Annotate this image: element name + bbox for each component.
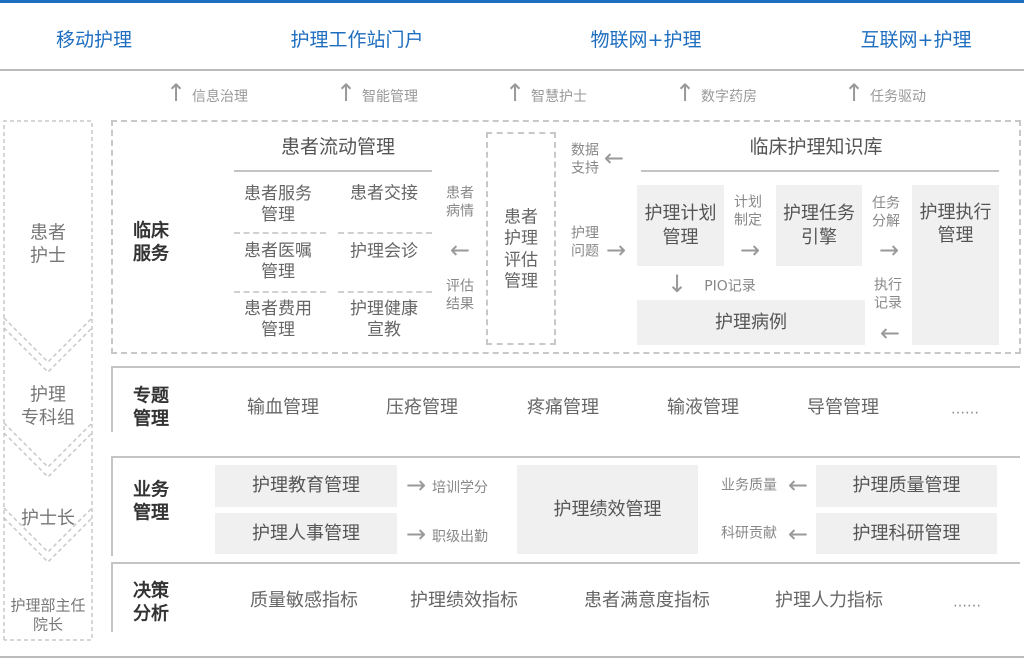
divider — [338, 232, 432, 234]
topic-management-section — [111, 366, 1020, 432]
clinical-services-label: 临床 服务 — [133, 220, 169, 265]
task-split-note: 任务 分解 — [872, 195, 900, 230]
up-arrow-icon: ↑ — [504, 79, 526, 107]
role-head-nurse: 护士长 — [21, 507, 75, 529]
down-arrow-icon: ↓ — [666, 270, 688, 298]
up-arrow-icon: ↑ — [674, 79, 696, 107]
decision-item: 质量敏感指标 — [250, 589, 358, 611]
decision-item: 患者满意度指标 — [584, 589, 710, 611]
assessment-box — [486, 132, 556, 345]
clinical-services-section — [111, 120, 1021, 354]
topic-more: …… — [951, 401, 979, 418]
header-workstation-portal: 护理工作站门户 — [290, 29, 424, 52]
cell-patient-handover: 患者交接 — [350, 183, 418, 204]
patient-flow-underline — [234, 170, 432, 172]
driver-label: 智能管理 — [362, 89, 418, 105]
role-director: 护理部主任 院长 — [10, 596, 86, 633]
cell-consultation: 护理会诊 — [350, 241, 418, 262]
driver-label: 信息治理 — [192, 89, 248, 105]
role-patient-nurse: 患者 护士 — [30, 222, 66, 267]
patient-condition-note: 患者 病情 — [446, 185, 474, 220]
execution-box: 护理执行 管理 — [912, 185, 999, 345]
decision-more: …… — [953, 594, 981, 611]
decision-item: 护理人力指标 — [775, 589, 883, 611]
left-arrow-icon: ← — [879, 319, 901, 347]
education-box: 护理教育管理 — [215, 465, 397, 507]
header-internet-nursing: 互联网+护理 — [860, 29, 972, 52]
right-arrow-icon: → — [878, 236, 900, 264]
cell-patient-service: 患者服务 管理 — [244, 183, 312, 225]
up-arrow-icon: ↑ — [843, 79, 865, 107]
right-arrow-icon: → — [739, 236, 761, 264]
left-arrow-icon: ← — [787, 520, 809, 548]
knowledge-base-title: 临床护理知识库 — [749, 136, 883, 159]
topic-management-label: 专题 管理 — [133, 385, 169, 430]
task-engine-box: 护理任务 引擎 — [776, 185, 862, 266]
driver-label: 数字药房 — [701, 89, 757, 105]
bottom-divider — [0, 656, 1024, 658]
performance-box: 护理绩效管理 — [517, 465, 698, 554]
decision-analysis-label: 决策 分析 — [133, 580, 169, 625]
data-support-note: 数据 支持 — [571, 142, 599, 177]
header-iot-nursing: 物联网+护理 — [590, 29, 702, 52]
top-accent-bar — [0, 0, 1024, 3]
rank-attendance-note: 职级出勤 — [432, 529, 488, 545]
patient-flow-title: 患者流动管理 — [280, 136, 396, 159]
divider — [234, 232, 326, 234]
topic-item: 导管管理 — [807, 396, 879, 418]
driver-label: 任务驱动 — [870, 89, 926, 105]
assessment-label: 患者 护理 评估 管理 — [504, 207, 538, 292]
execution-record-note: 执行 记录 — [874, 277, 902, 312]
nursing-problem-note: 护理 问题 — [571, 225, 599, 260]
training-credit-note: 培训学分 — [432, 480, 488, 496]
role-specialty-group: 护理 专科组 — [21, 384, 75, 429]
topic-item: 输血管理 — [247, 396, 319, 418]
right-arrow-icon: → — [605, 236, 627, 264]
research-note: 科研贡献 — [721, 525, 777, 542]
topic-item: 输液管理 — [667, 396, 739, 418]
hr-box: 护理人事管理 — [215, 513, 397, 554]
cell-health-education: 护理健康 宣教 — [350, 298, 418, 340]
topic-item: 压疮管理 — [386, 396, 458, 418]
left-arrow-icon: ← — [449, 236, 471, 264]
role-column-outline — [3, 120, 93, 641]
up-arrow-icon: ↑ — [335, 79, 357, 107]
nursing-case-box: 护理病例 — [637, 300, 865, 345]
right-arrow-icon: → — [405, 520, 427, 548]
right-arrow-icon: → — [405, 471, 427, 499]
research-box: 护理科研管理 — [816, 513, 997, 554]
header-mobile-nursing: 移动护理 — [55, 29, 133, 52]
left-arrow-icon: ← — [603, 144, 625, 172]
up-arrow-icon: ↑ — [165, 79, 187, 107]
left-arrow-icon: ← — [787, 471, 809, 499]
divider — [338, 291, 432, 293]
business-management-label: 业务 管理 — [133, 479, 169, 524]
header-divider — [0, 69, 1024, 71]
divider — [234, 291, 326, 293]
knowledge-base-underline — [641, 170, 999, 172]
decision-item: 护理绩效指标 — [410, 589, 518, 611]
cell-patient-orders: 患者医嘱 管理 — [244, 240, 312, 282]
plan-making-note: 计划 制定 — [734, 194, 762, 229]
decision-analysis-section — [111, 562, 1020, 632]
topic-item: 疼痛管理 — [527, 396, 599, 418]
quality-note: 业务质量 — [721, 477, 777, 494]
assessment-result-note: 评估 结果 — [446, 278, 474, 313]
care-plan-box: 护理计划 管理 — [637, 185, 724, 266]
quality-box: 护理质量管理 — [816, 465, 997, 507]
pio-record-note: PIO记录 — [704, 278, 756, 295]
cell-patient-fees: 患者费用 管理 — [244, 298, 312, 340]
driver-label: 智慧护士 — [531, 89, 587, 105]
business-management-section — [111, 456, 1020, 556]
